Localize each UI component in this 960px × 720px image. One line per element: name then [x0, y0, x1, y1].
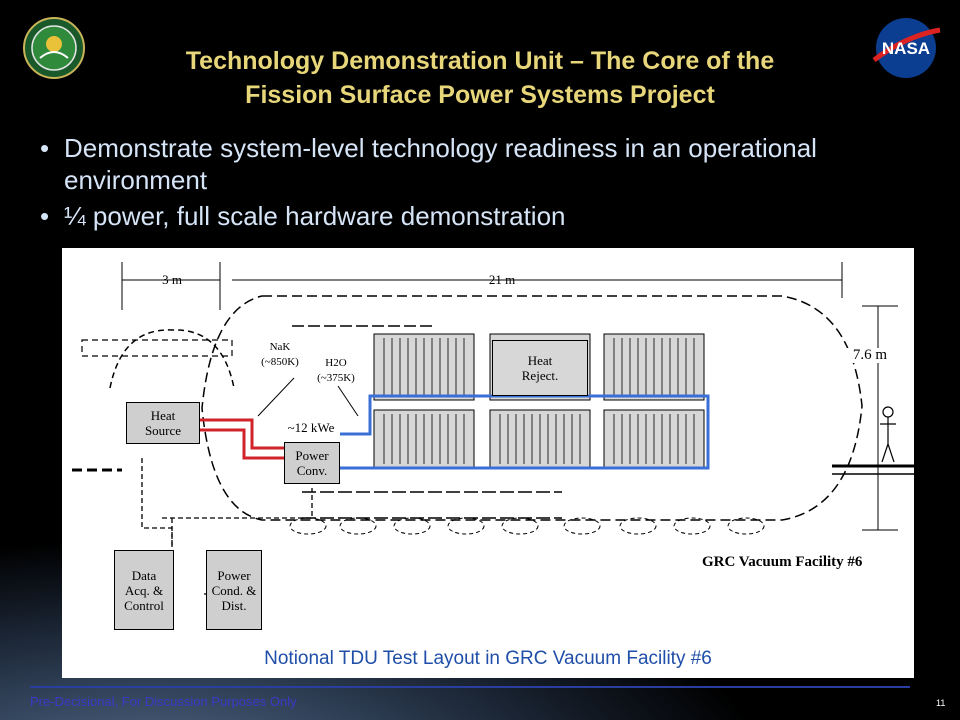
diagram-caption: Notional TDU Test Layout in GRC Vacuum F… — [264, 648, 712, 669]
facility-label: GRC Vacuum Facility #6 — [702, 554, 863, 570]
slide-title-line1: Technology Demonstration Unit – The Core… — [185, 47, 775, 75]
dimension-21m: 21 m — [488, 272, 516, 287]
h2o-label: H2O (~375K) — [317, 357, 355, 384]
footer-divider — [30, 686, 910, 688]
bullet-list: • Demonstrate system-level technology re… — [40, 132, 860, 236]
nak-label: NaK (~850K) — [261, 341, 299, 368]
doe-seal-icon — [23, 17, 85, 79]
nasa-logo-icon: NASA — [872, 18, 941, 78]
footer-disclaimer: Pre-Decisional, For Discussion Purposes … — [30, 694, 297, 709]
dimension-7-6m: 7.6 m — [842, 348, 898, 363]
slide-title-line2: Fission Surface Power Systems Project — [245, 81, 715, 109]
page-number: 11 — [936, 698, 946, 708]
heat-rejection-box: Heat Reject. — [492, 340, 588, 396]
power-conditioning-box: Power Cond. & Dist. — [206, 550, 262, 630]
power-conversion-box: Power Conv. — [284, 442, 340, 484]
bullet-item: • ¼ power, full scale hardware demonstra… — [40, 201, 566, 231]
data-acquisition-box: Data Acq. & Control — [114, 550, 174, 630]
power-output-label: ~12 kWe — [287, 420, 335, 435]
tdu-layout-diagram: 3 m 21 m 7.6 m NaK (~850K) H2O (~375K) ~… — [62, 248, 914, 678]
slide-title: Technology Demonstration Unit – The Core… — [120, 44, 840, 112]
facility-drawing — [72, 262, 914, 595]
bullet-text: ¼ power, full scale hardware demonstrati… — [64, 201, 566, 231]
bullet-text: Demonstrate system-level technology read… — [64, 133, 817, 195]
svg-text:NASA: NASA — [882, 39, 930, 58]
heat-source-box: Heat Source — [126, 402, 200, 444]
dimension-3m: 3 m — [162, 272, 182, 287]
bullet-item: • Demonstrate system-level technology re… — [40, 132, 860, 196]
